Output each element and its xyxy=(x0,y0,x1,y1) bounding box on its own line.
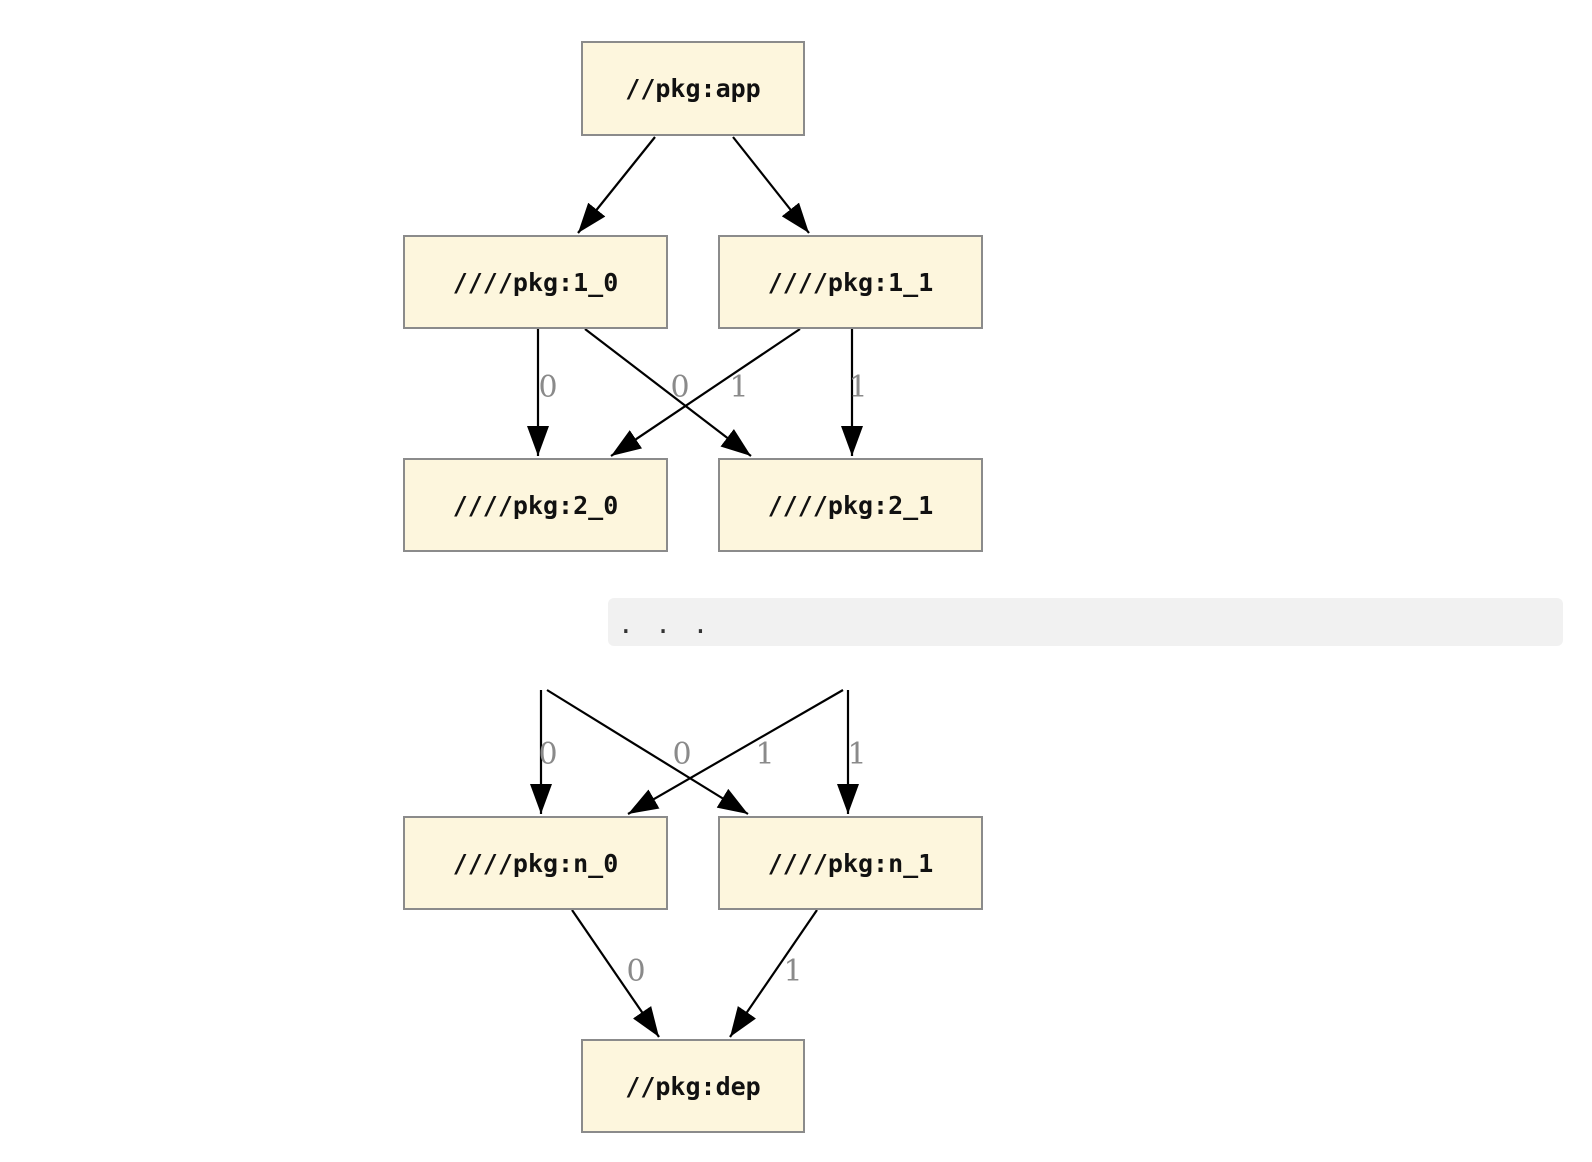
node-pkg-n-0: ////pkg:n_0 xyxy=(403,816,668,910)
edge-label-middle-2: 1 xyxy=(755,737,775,772)
node-pkg-n-1: ////pkg:n_1 xyxy=(718,816,983,910)
node-label: //pkg:dep xyxy=(625,1071,761,1101)
node-pkg-1-0: ////pkg:1_0 xyxy=(403,235,668,329)
node-label: ////pkg:1_0 xyxy=(452,267,619,297)
edge-label-lower-0: 0 xyxy=(626,954,646,989)
edge-label-middle-3: 1 xyxy=(847,737,867,772)
node-pkg-1-1: ////pkg:1_1 xyxy=(718,235,983,329)
edge-label-upper-3: 1 xyxy=(848,370,868,405)
node-pkg-dep: //pkg:dep xyxy=(581,1039,805,1133)
edge-label-upper-0: 0 xyxy=(538,370,558,405)
node-label: ////pkg:2_0 xyxy=(452,490,619,520)
node-pkg-2-1: ////pkg:2_1 xyxy=(718,458,983,552)
node-pkg-app: //pkg:app xyxy=(581,41,805,136)
ellipsis-band: . . . xyxy=(608,598,1563,646)
node-label: ////pkg:n_1 xyxy=(767,848,934,878)
edge-label-lower-1: 1 xyxy=(783,954,803,989)
node-label: //pkg:app xyxy=(625,74,761,103)
edge-label-middle-0: 0 xyxy=(538,737,558,772)
edge-label-upper-2: 1 xyxy=(729,370,749,405)
node-label: ////pkg:1_1 xyxy=(767,267,934,297)
edge-label-upper-1: 0 xyxy=(670,370,690,405)
edge-label-middle-1: 0 xyxy=(672,737,692,772)
node-pkg-2-0: ////pkg:2_0 xyxy=(403,458,668,552)
ellipsis-dots: . . . xyxy=(618,610,712,640)
node-label: ////pkg:n_0 xyxy=(452,848,619,878)
node-label: ////pkg:2_1 xyxy=(767,490,934,520)
